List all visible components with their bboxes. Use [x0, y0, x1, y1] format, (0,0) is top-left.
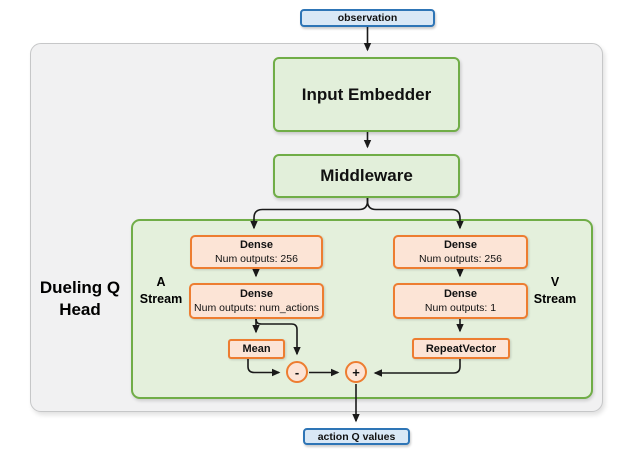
dense-v2-title: Dense	[443, 288, 478, 300]
add-operator-node: +	[345, 361, 367, 383]
observation-label: observation	[337, 12, 398, 24]
a-stream-label-line1: A	[156, 275, 166, 289]
mean-node: Mean	[228, 339, 285, 359]
v-stream-label-line1: V	[550, 275, 560, 289]
dense-v-stream-2-node: Dense Num outputs: 1	[393, 283, 528, 319]
repeat-vector-label: RepeatVector	[425, 342, 497, 355]
dense-a2-subtitle: Num outputs: num_actions	[194, 302, 319, 314]
v-stream-label-line2: Stream	[533, 292, 577, 306]
dense-a1-title: Dense	[239, 239, 274, 251]
action-q-values-label: action Q values	[317, 430, 396, 443]
middleware-label: Middleware	[320, 166, 413, 185]
dense-a2-title: Dense	[239, 288, 274, 300]
a-stream-label: A Stream	[131, 274, 191, 308]
dense-v2-subtitle: Num outputs: 1	[424, 302, 497, 314]
add-operator-label: +	[352, 364, 360, 380]
input-embedder-node: Input Embedder	[273, 57, 460, 132]
dense-a-stream-2-node: Dense Num outputs: num_actions	[189, 283, 324, 319]
dueling-q-head-label-line1: Dueling Q	[39, 278, 121, 297]
a-stream-label-line2: Stream	[139, 292, 183, 306]
action-q-values-node: action Q values	[303, 428, 410, 445]
repeat-vector-node: RepeatVector	[412, 338, 510, 359]
v-stream-label: V Stream	[525, 274, 585, 308]
dense-a1-subtitle: Num outputs: 256	[215, 253, 298, 265]
subtract-operator-label: -	[294, 364, 300, 380]
input-embedder-label: Input Embedder	[301, 84, 432, 104]
subtract-operator-node: -	[286, 361, 308, 383]
dense-a-stream-1-node: Dense Num outputs: 256	[190, 235, 323, 269]
dueling-q-head-label: Dueling Q Head	[24, 277, 136, 321]
observation-node: observation	[300, 9, 435, 27]
dense-v-stream-1-node: Dense Num outputs: 256	[393, 235, 528, 269]
dense-v1-subtitle: Num outputs: 256	[419, 253, 502, 265]
mean-label: Mean	[242, 343, 271, 355]
middleware-node: Middleware	[273, 154, 460, 198]
dueling-q-head-label-line2: Head	[59, 300, 101, 319]
dense-v1-title: Dense	[443, 239, 478, 251]
